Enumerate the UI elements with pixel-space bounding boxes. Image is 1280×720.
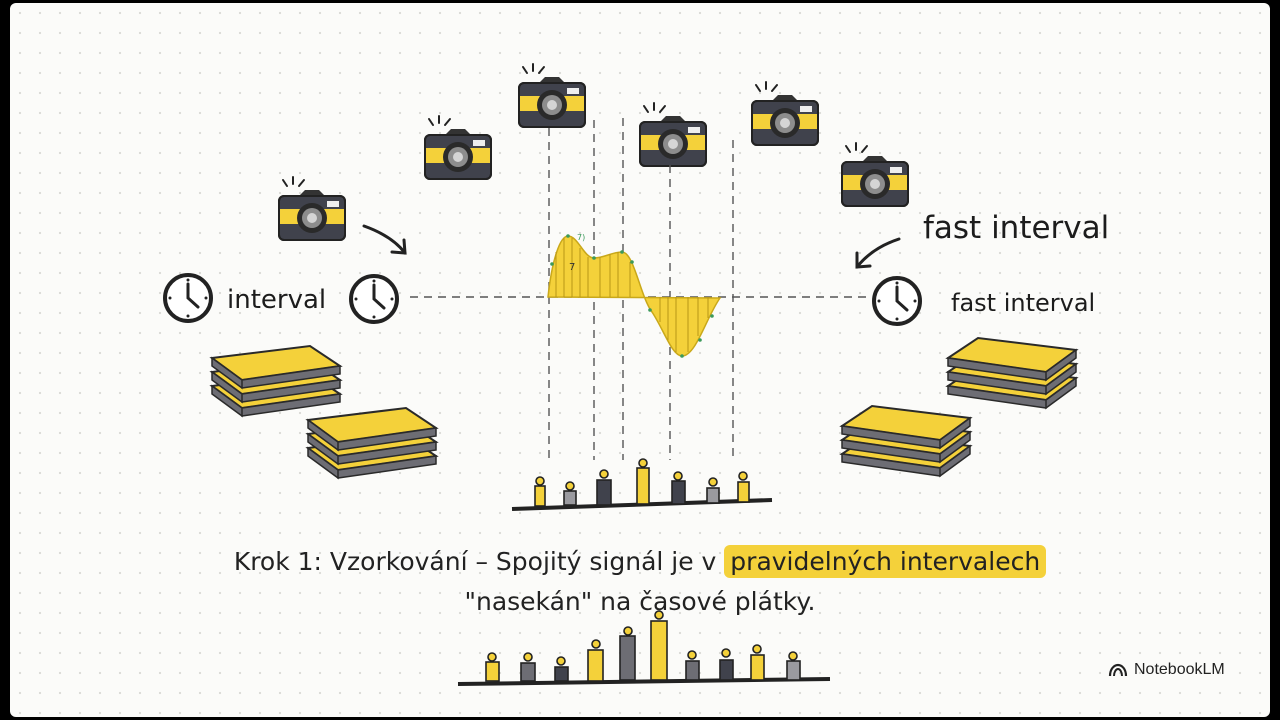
sampling-diagram: 7 7) (163, 63, 1270, 686)
slide: 7 7) interval fast interval fast interva… (10, 3, 1270, 717)
camera-icon (841, 142, 909, 207)
clock-icon (872, 276, 922, 326)
camera-icon (639, 102, 707, 167)
clock-icon (163, 273, 213, 323)
bread-slice-stack-icon (308, 408, 436, 478)
sampled-bars (511, 458, 773, 511)
brand-name: NotebookLM (1134, 661, 1225, 678)
notebooklm-logo-icon (1108, 663, 1128, 677)
caption-line-2: "nasekán" na časové plátky. (464, 587, 816, 616)
camera-icon (518, 63, 586, 128)
continuous-signal: 7 7) (547, 233, 722, 358)
clock-icon (349, 274, 399, 324)
bread-slice-stack-icon (842, 406, 970, 476)
arrow-icon (855, 237, 901, 269)
fast-interval-label: fast interval (951, 289, 1096, 317)
sampled-bars (457, 610, 831, 686)
camera-icon (751, 81, 819, 146)
bread-slice-stack-icon (948, 338, 1076, 408)
caption-line-1: Krok 1: Vzorkování – Spojitý signál je v… (10, 545, 1270, 578)
camera-icon (424, 115, 492, 180)
interval-label: interval (227, 285, 327, 315)
fast-interval-heading: fast interval (923, 210, 1110, 246)
brand: NotebookLM (1108, 661, 1225, 679)
peak-small-label: 7) (577, 233, 585, 242)
caption-prefix: Krok 1: Vzorkování – Spojitý signál je v (233, 547, 725, 576)
arrow-icon (362, 224, 407, 255)
camera-icon (278, 176, 346, 241)
bread-slice-stack-icon (212, 346, 340, 416)
peak-label: 7 (569, 262, 575, 273)
caption-highlight: pravidelných intervalech (724, 545, 1047, 578)
